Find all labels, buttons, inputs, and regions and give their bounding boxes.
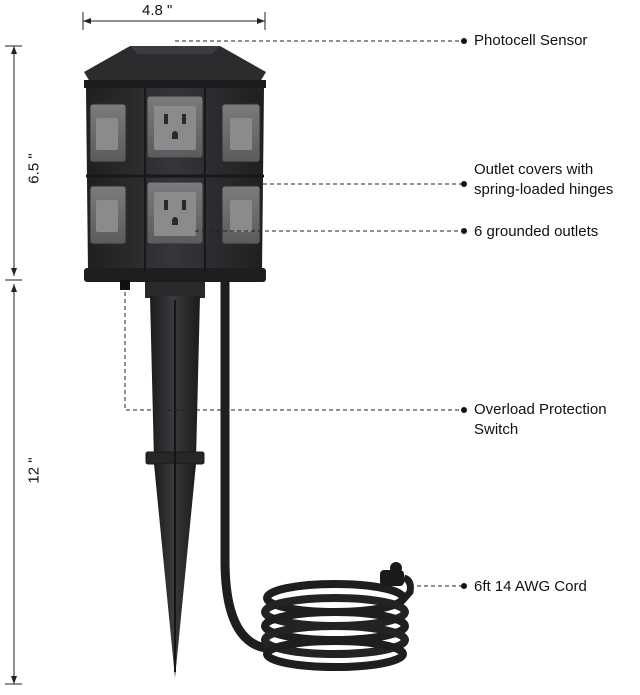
outlet-cover-bottom-left	[89, 185, 127, 245]
outlet-cover-bottom-right	[221, 185, 261, 245]
outlet-covers-label-line2: spring-loaded hinges	[474, 181, 614, 198]
overload-switch-label-line1: Overload Protection	[474, 401, 607, 418]
outlet-covers-label-line1: Outlet covers with	[474, 161, 594, 178]
width-dimension	[82, 12, 266, 30]
overload-switch	[120, 280, 130, 290]
outlet-cover-top-center	[146, 95, 204, 159]
height-dimension	[5, 45, 22, 685]
outlet-cover-top-left	[89, 103, 127, 163]
outlet-cover-bottom-center	[146, 181, 204, 245]
overload-switch-label-line2: Switch	[474, 421, 519, 438]
callout-leaders	[124, 40, 462, 587]
outlet-tower	[84, 46, 266, 290]
ground-stake	[145, 276, 205, 678]
width-label: 4.8 "	[142, 2, 173, 19]
cord-label: 6ft 14 AWG Cord	[474, 578, 587, 595]
grounded-outlets-label: 6 grounded outlets	[474, 223, 599, 240]
outlet-cover-top-right	[221, 103, 261, 163]
photocell-sensor-label: Photocell Sensor	[474, 32, 588, 49]
power-cord	[220, 277, 414, 671]
lower-height-label: 12 "	[25, 457, 43, 484]
upper-height-label: 6.5 "	[25, 153, 43, 184]
callout-dots	[461, 38, 467, 589]
